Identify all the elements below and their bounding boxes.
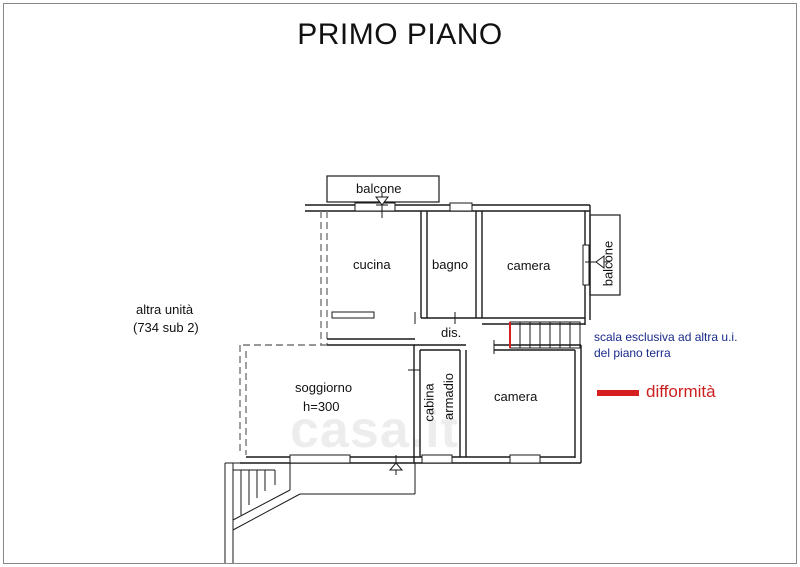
room-label-cabina: cabina: [421, 383, 437, 422]
room-label-camera-bottom: camera: [494, 389, 538, 404]
room-label-armadio: armadio: [440, 373, 456, 420]
watermark: casa.it: [290, 401, 459, 459]
plan-title: PRIMO PIANO: [297, 18, 503, 51]
window-bottom-camera: [509, 454, 541, 464]
room-label-soggiorno-height: h=300: [303, 399, 340, 414]
window-right-camera: [582, 244, 590, 286]
difformita-legend-swatch: [597, 390, 639, 396]
staircase-right: [509, 321, 581, 349]
note-scala-line2: del piano terra: [594, 346, 671, 360]
room-label-soggiorno: soggiorno: [295, 380, 353, 395]
room-label-cucina: cucina: [353, 257, 391, 272]
room-label-camera-top: camera: [507, 258, 551, 273]
note-altra-unita: altra unità: [136, 302, 194, 317]
page-border: [3, 3, 797, 564]
window-kitchen: [331, 311, 375, 319]
window-top-balcony: [354, 202, 396, 212]
legend-difformita-label: difformità: [646, 382, 716, 401]
room-label-bagno: bagno: [432, 257, 469, 272]
room-label-balcone-top: balcone: [356, 181, 402, 196]
room-label-dis: dis.: [441, 325, 462, 340]
note-scala-line1: scala esclusiva ad altra u.i.: [594, 330, 738, 344]
windows: [289, 202, 590, 464]
walls: [239, 175, 621, 464]
window-top-bagno: [449, 202, 473, 212]
door-frames: [408, 312, 495, 371]
balcony-right: [589, 214, 621, 296]
entry-arrows: [375, 193, 610, 475]
staircase-bottom: [224, 462, 416, 563]
window-bottom-cabina: [421, 454, 453, 464]
note-altra-unita-ref: (734 sub 2): [133, 320, 199, 335]
room-label-balcone-right: balcone: [600, 240, 616, 287]
window-bottom-left: [289, 454, 351, 464]
